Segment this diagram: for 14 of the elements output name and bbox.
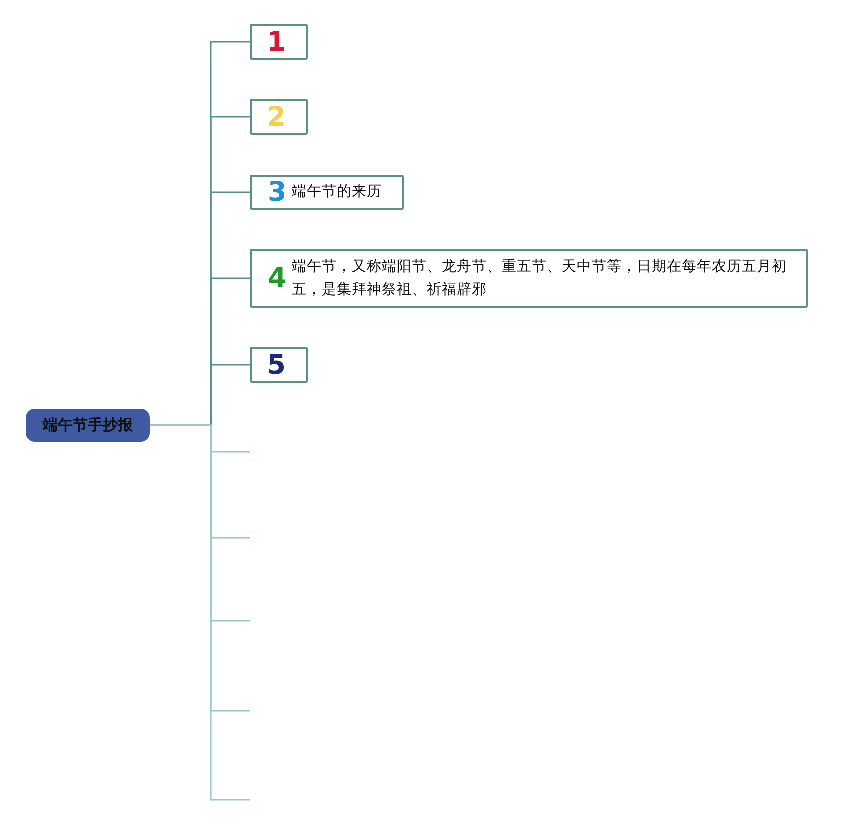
topic-number: 4 (268, 263, 287, 294)
topic-box (250, 347, 308, 383)
topic-box (250, 99, 308, 135)
root-title: 端午节手抄报 (43, 416, 133, 435)
topic-number: 5 (267, 350, 286, 380)
topic-number: 2 (267, 102, 286, 132)
topic-box (250, 249, 808, 308)
topic-box (250, 24, 308, 60)
root-topic-box (26, 409, 150, 442)
topic-number: 3 (268, 177, 287, 208)
topic-text: 端午节的来历 (292, 183, 382, 202)
topic-number: 1 (267, 26, 286, 58)
topic-text: 端午节，又称端阳节、龙舟节、重五节、天中节等，日期在每年农历五月初五，是集拜神祭祖、祈福辟邪 (292, 258, 788, 300)
topic-box (250, 175, 404, 210)
